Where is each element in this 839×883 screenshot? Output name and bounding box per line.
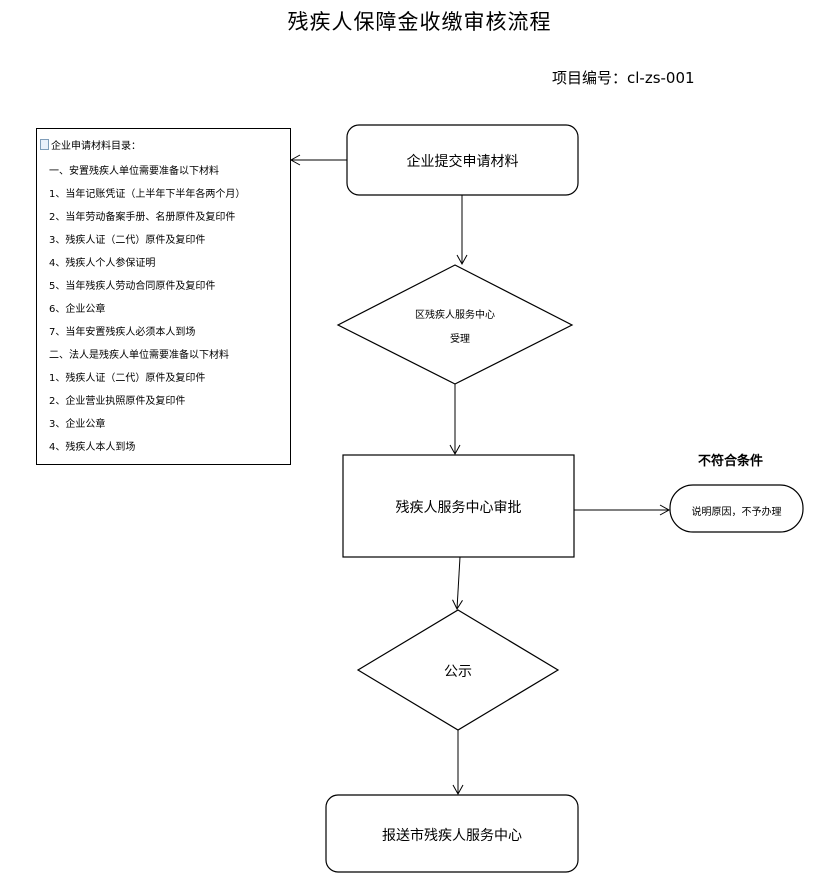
materials-line: 1、当年记账凭证（上半年下半年各两个月） bbox=[49, 189, 246, 200]
materials-line: 2、企业营业执照原件及复印件 bbox=[49, 396, 186, 407]
materials-heading-row: 企业申请材料目录： bbox=[40, 137, 141, 152]
approve-node-shape bbox=[342, 454, 575, 558]
submit-node-label: 企业提交申请材料 bbox=[406, 154, 519, 170]
publicize-node-label: 公示 bbox=[444, 664, 472, 680]
diagram-title: 残疾人保障金收缴审核流程 bbox=[287, 10, 552, 34]
materials-line: 二、法人是残疾人单位需要准备以下材料 bbox=[49, 350, 229, 361]
materials-line: 4、残疾人本人到场 bbox=[49, 442, 136, 453]
materials-line: 1、残疾人证（二代）原件及复印件 bbox=[49, 373, 206, 384]
materials-line: 6、企业公章 bbox=[49, 304, 106, 315]
approve-node-label: 残疾人服务中心审批 bbox=[395, 500, 522, 516]
materials-line: 3、残疾人证（二代）原件及复印件 bbox=[49, 235, 206, 246]
accept-decision-shape bbox=[336, 264, 574, 385]
accept-node-label-line1: 区残疾人服务中心 bbox=[415, 310, 495, 321]
materials-line: 5、当年残疾人劳动合同原件及复印件 bbox=[49, 281, 216, 292]
document-icon bbox=[40, 139, 49, 150]
project-number: 项目编号：cl-zs-001 bbox=[552, 69, 695, 87]
materials-line: 3、企业公章 bbox=[49, 419, 106, 430]
materials-line: 4、残疾人个人参保证明 bbox=[49, 258, 156, 269]
materials-line: 2、当年劳动备案手册、名册原件及复印件 bbox=[49, 212, 236, 223]
accept-node-label-line2: 受理 bbox=[450, 334, 470, 345]
report-node-label: 报送市残疾人服务中心 bbox=[382, 828, 522, 844]
not-qualified-label: 不符合条件 bbox=[698, 454, 764, 469]
materials-heading: 企业申请材料目录： bbox=[51, 141, 141, 152]
materials-list-box: 企业申请材料目录： 一、安置残疾人单位需要准备以下材料 1、当年记账凭证（上半年… bbox=[36, 128, 291, 465]
reject-node-label: 说明原因，不予办理 bbox=[691, 507, 782, 518]
report-node-shape bbox=[325, 794, 579, 873]
arrow-approve-to-publicize bbox=[452, 556, 463, 611]
materials-line: 一、安置残疾人单位需要准备以下材料 bbox=[49, 166, 219, 177]
materials-line: 7、当年安置残疾人必须本人到场 bbox=[49, 327, 196, 338]
